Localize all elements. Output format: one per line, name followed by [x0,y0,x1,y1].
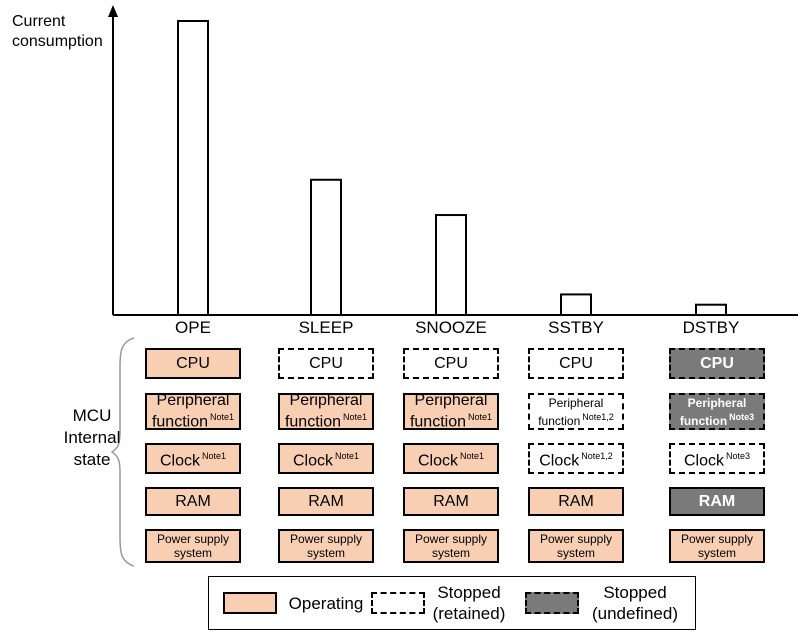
ram-box-snooze: RAM [403,487,499,516]
tick-label-dstby: DSTBY [682,318,740,337]
bar-snooze [435,214,467,316]
bar-sstby [560,293,592,317]
legend-label-operating: Operating [288,594,364,613]
tick-label-sstby: SSTBY [548,318,604,337]
ram-box-sleep: RAM [278,487,374,516]
cpu-box-sleep: CPU [278,348,374,379]
ram-box-ope: RAM [145,487,241,516]
legend-swatch-undefined [525,592,579,614]
cpu-box-snooze: CPU [403,348,499,379]
mcu-internal-state-label: MCU Internal state [63,406,121,469]
bar-dstby [695,303,727,316]
ram-box-dstby: RAM [669,487,765,516]
cpu-box-sstby: CPU [528,348,624,379]
legend-label-retained: Stopped (retained) [432,583,506,623]
current-consumption-chart [108,5,798,317]
y-axis-arrow [108,5,118,17]
legend: Operating Stopped (retained) Stopped (un… [208,576,696,630]
y-axis-label: Current consumption [12,13,103,50]
tick-label-snooze: SNOOZE [415,318,487,337]
tick-label-ope: OPE [175,318,211,337]
legend-label-undefined: Stopped (undefined) [591,583,678,623]
ram-box-sstby: RAM [528,487,624,516]
legend-swatch-retained [371,592,425,614]
cpu-box-dstby: CPU [669,348,765,379]
cpu-box-ope: CPU [145,348,241,379]
legend-swatch-operating [223,592,277,614]
state-brace [110,337,135,567]
tick-label-sleep: SLEEP [298,318,354,337]
bar-sleep [310,178,342,316]
bar-ope [177,20,209,316]
